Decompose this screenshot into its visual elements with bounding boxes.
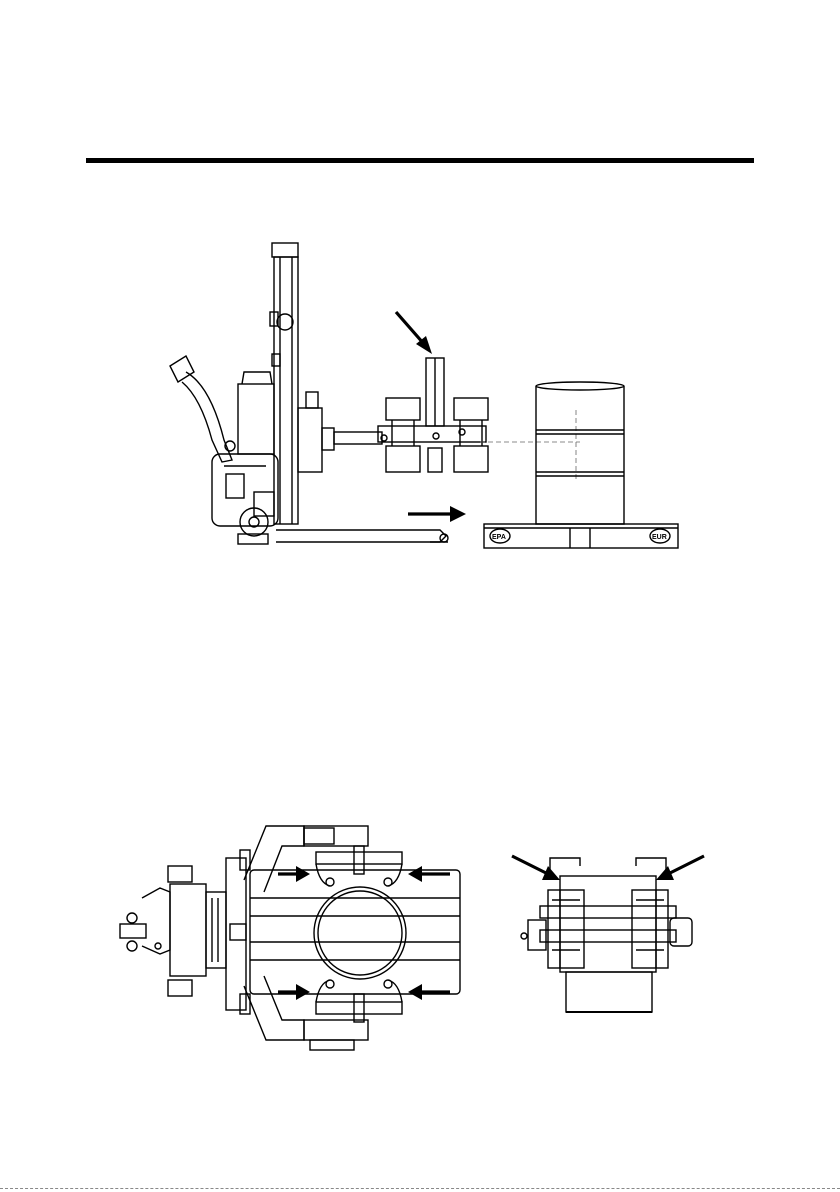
tiller-handle — [170, 356, 235, 462]
tiller-top — [120, 888, 170, 954]
drive-unit — [212, 372, 278, 544]
page-bottom-edge — [0, 1188, 840, 1189]
arrow-icon — [656, 856, 704, 880]
arrow-icon — [512, 856, 560, 880]
arrow-icon — [278, 866, 310, 882]
side-view-figure — [170, 243, 678, 548]
clamp-arms — [244, 826, 402, 1050]
centre-lines — [480, 410, 580, 480]
drive-top — [168, 850, 250, 1014]
pallet-label-eur: EUR — [652, 534, 667, 541]
arrow-icon — [396, 312, 432, 354]
forks — [276, 530, 448, 542]
arrow-icon — [408, 866, 450, 882]
top-view-figure — [120, 826, 460, 1050]
carriage — [298, 392, 382, 472]
drum-top — [314, 887, 406, 979]
arrow-icon — [408, 984, 450, 1000]
arrow-icon — [278, 984, 310, 1000]
drum — [536, 382, 624, 524]
front-view-figure — [512, 856, 704, 1012]
arrow-icon — [408, 506, 466, 522]
pallet-label-epa: EPA — [492, 534, 506, 541]
pallet — [484, 524, 678, 548]
clamp-head — [378, 358, 488, 472]
